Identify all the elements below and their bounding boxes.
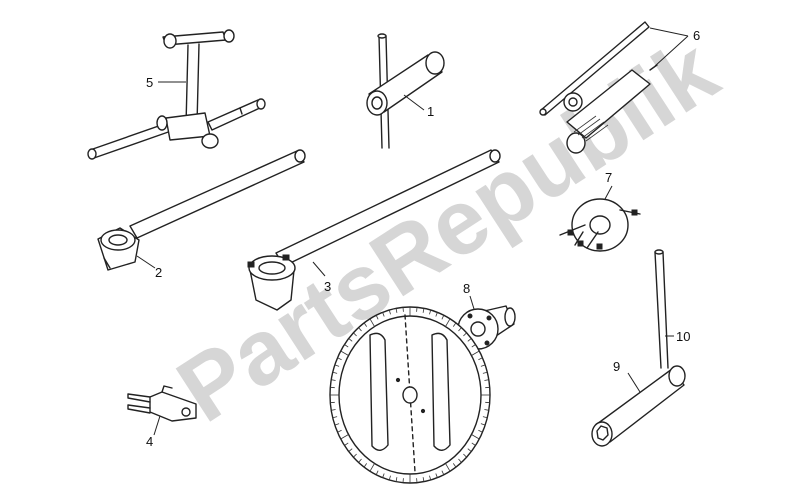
degree-tick xyxy=(480,364,486,367)
degree-tick xyxy=(353,453,357,458)
degree-tick xyxy=(441,470,445,475)
degree-tick xyxy=(463,453,467,458)
degree-tick xyxy=(435,312,438,317)
degree-tick xyxy=(382,473,385,478)
degree-tick xyxy=(484,379,489,381)
degree-tick xyxy=(344,344,349,348)
fork-bracket-tool-icon xyxy=(127,385,197,422)
degree-tick xyxy=(369,318,375,327)
degree-tick xyxy=(482,371,488,374)
degree-tick xyxy=(458,327,462,332)
degree-tick xyxy=(331,379,336,381)
degree-tick xyxy=(337,357,342,361)
degree-tick xyxy=(344,442,349,446)
degree-tick xyxy=(463,332,467,337)
degree-tick xyxy=(388,309,391,315)
callout-leader-lines xyxy=(136,27,689,436)
degree-tick xyxy=(482,416,488,419)
degree-tick xyxy=(445,318,451,327)
degree-tick xyxy=(422,477,425,482)
degree-tick xyxy=(331,409,336,411)
callout-10: 10 xyxy=(676,329,690,344)
long-spanner-wrench-icon xyxy=(247,149,501,311)
degree-tick xyxy=(348,338,353,342)
callout-8: 8 xyxy=(463,281,470,296)
degree-tick xyxy=(334,423,340,426)
degree-tick xyxy=(388,475,391,481)
t-handle-socket-icon xyxy=(366,33,445,149)
box-socket-wrench-icon xyxy=(591,365,686,447)
degree-tick xyxy=(340,434,349,440)
degree-tick xyxy=(471,442,476,446)
degree-tick xyxy=(332,371,338,374)
degree-wheel-icon xyxy=(329,306,491,484)
degree-tick xyxy=(358,458,362,463)
t-bar-puller-icon xyxy=(87,29,266,160)
callout-5: 5 xyxy=(146,75,153,90)
degree-tick xyxy=(375,315,379,320)
degree-tick xyxy=(422,308,425,313)
degree-tick xyxy=(471,344,476,348)
degree-tick xyxy=(334,364,340,367)
callout-3: 3 xyxy=(324,279,331,294)
degree-tick xyxy=(467,338,472,342)
callout-6: 6 xyxy=(693,28,700,43)
degree-tick xyxy=(484,409,489,411)
degree-tick xyxy=(478,357,483,361)
flywheel-puller-icon xyxy=(559,198,641,252)
degree-tick xyxy=(467,448,472,452)
degree-tick xyxy=(363,463,368,468)
degree-tick xyxy=(452,322,457,327)
degree-tick xyxy=(441,315,445,320)
degree-tick xyxy=(471,350,480,356)
pin-and-handle-set-icon xyxy=(539,21,658,154)
degree-tick xyxy=(478,429,483,433)
degree-tick xyxy=(348,448,353,452)
degree-wheel-ticks xyxy=(330,307,490,483)
degree-tick xyxy=(395,308,398,313)
degree-tick xyxy=(471,434,480,440)
degree-tick xyxy=(480,423,486,426)
degree-tick xyxy=(458,458,462,463)
hooked-spanner-wrench-icon xyxy=(97,149,306,271)
callout-7: 7 xyxy=(605,170,612,185)
degree-tick xyxy=(429,475,432,481)
degree-tick xyxy=(445,463,451,472)
degree-tick xyxy=(395,477,398,482)
degree-tick xyxy=(452,463,457,468)
callout-4: 4 xyxy=(146,434,153,449)
degree-tick xyxy=(375,470,379,475)
degree-tick xyxy=(435,473,438,478)
degree-tick xyxy=(340,350,349,356)
callout-9: 9 xyxy=(613,359,620,374)
callout-1: 1 xyxy=(427,104,434,119)
tommy-bar-icon xyxy=(654,249,669,369)
degree-tick xyxy=(353,332,357,337)
degree-tick xyxy=(429,309,432,315)
degree-tick xyxy=(332,416,338,419)
degree-tick xyxy=(382,312,385,317)
callout-labels: 1 2 3 4 5 6 7 8 9 10 xyxy=(146,28,700,449)
degree-tick xyxy=(369,463,375,472)
degree-tick xyxy=(358,327,362,332)
degree-tick xyxy=(337,429,342,433)
degree-tick xyxy=(363,322,368,327)
callout-2: 2 xyxy=(155,265,162,280)
